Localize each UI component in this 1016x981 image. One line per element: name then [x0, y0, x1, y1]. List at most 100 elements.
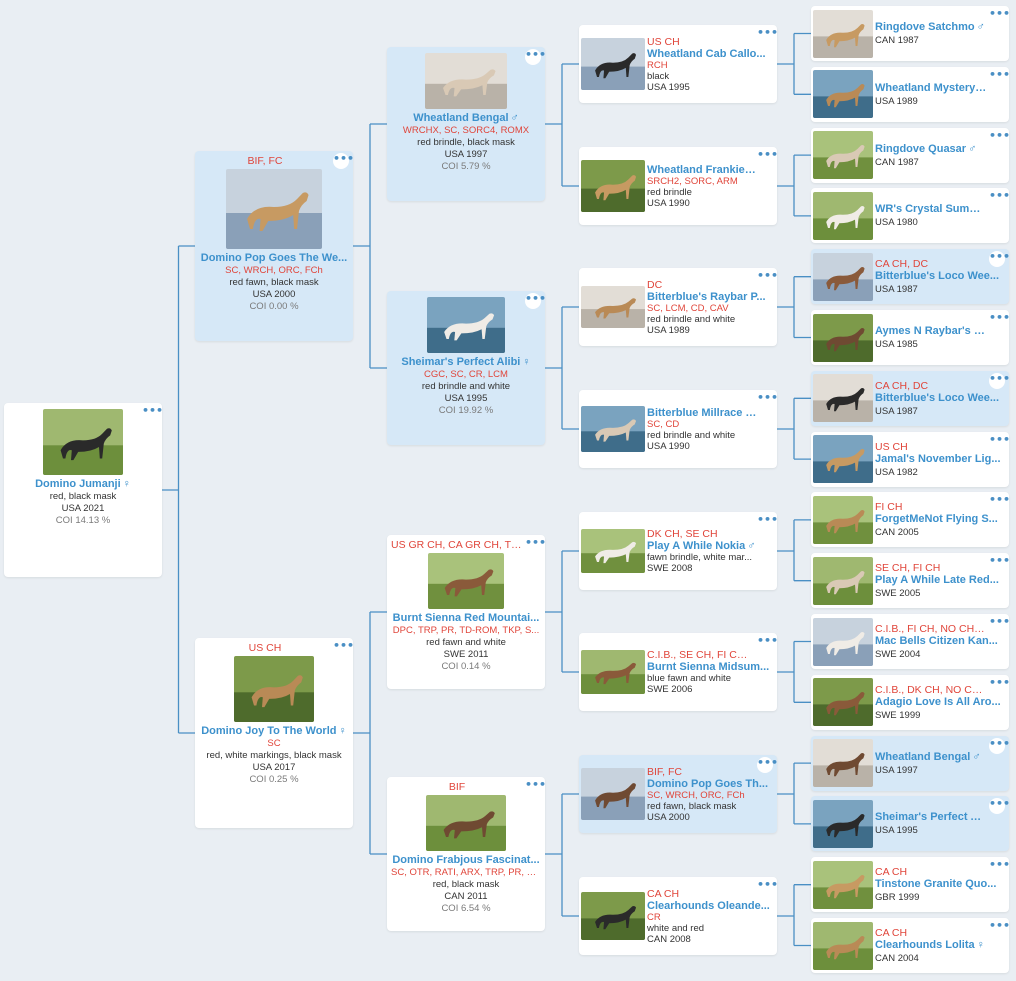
- dog-name[interactable]: Aymes N Raybar's Pur...: [875, 325, 989, 337]
- more-options-button[interactable]: •••: [989, 616, 1009, 632]
- dog-photo[interactable]: [581, 768, 645, 820]
- dog-name-link[interactable]: Wheatland Cab Callo...: [647, 48, 771, 60]
- dog-name[interactable]: Clearhounds Lolita: [875, 939, 975, 951]
- more-options-button[interactable]: •••: [757, 27, 777, 43]
- dog-name-link[interactable]: Play A While Late Red...: [875, 574, 1003, 586]
- dog-name[interactable]: Burnt Sienna Midsum...: [647, 661, 770, 673]
- dog-name-link[interactable]: Adagio Love Is All Aro...: [875, 696, 1003, 708]
- dog-name[interactable]: Bitterblue's Loco Wee...: [875, 270, 1000, 283]
- dog-name[interactable]: Sheimar's Perfect Alib...: [875, 811, 989, 824]
- dog-name[interactable]: Ringdove Satchmo: [875, 21, 975, 33]
- dog-name[interactable]: Domino Joy To The World: [201, 725, 337, 737]
- dog-name[interactable]: Play A While Nokia: [647, 540, 746, 552]
- dog-name-link[interactable]: Clearhounds Oleande...: [647, 900, 771, 912]
- dog-name[interactable]: Tinstone Granite Quo...: [875, 878, 997, 891]
- dog-photo[interactable]: [581, 529, 645, 573]
- dog-photo[interactable]: [427, 297, 505, 353]
- more-options-button[interactable]: •••: [989, 312, 1009, 328]
- dog-name[interactable]: Jamal's November Lig...: [875, 452, 1001, 465]
- dog-card-g4b[interactable]: •••Wheatland Mystery G...USA 1989: [811, 66, 1009, 122]
- dog-photo[interactable]: [428, 553, 504, 609]
- dog-name[interactable]: Mac Bells Citizen Kan...: [875, 635, 998, 647]
- dog-name-link[interactable]: Burnt Sienna Red Mountai...: [391, 612, 541, 624]
- dog-name[interactable]: Bitterblue's Raybar P...: [647, 290, 766, 303]
- dog-name[interactable]: Clearhounds Oleande...: [647, 899, 770, 912]
- dog-name-link[interactable]: Burnt Sienna Midsum...: [647, 661, 771, 673]
- dog-name-link[interactable]: Domino Joy To The World♀: [199, 725, 349, 737]
- dog-name[interactable]: Domino Pop Goes The We...: [200, 252, 348, 264]
- dog-name-link[interactable]: Bitterblue's Raybar P...: [647, 291, 771, 303]
- dog-name-link[interactable]: Tinstone Granite Quo...: [875, 878, 1003, 890]
- dog-photo[interactable]: [425, 53, 507, 109]
- more-options-button[interactable]: •••: [989, 798, 1009, 815]
- more-options-button[interactable]: •••: [757, 757, 777, 773]
- dog-photo[interactable]: [813, 739, 873, 788]
- dog-photo[interactable]: [813, 70, 873, 119]
- dog-photo[interactable]: [581, 286, 645, 328]
- more-options-button[interactable]: •••: [757, 149, 777, 165]
- more-options-button[interactable]: •••: [757, 270, 777, 286]
- more-options-button[interactable]: •••: [989, 372, 1009, 389]
- dog-name[interactable]: Bitterblue's Loco Wee...: [875, 391, 1000, 404]
- more-options-button[interactable]: •••: [757, 514, 777, 530]
- more-options-button[interactable]: •••: [333, 153, 353, 169]
- dog-name[interactable]: Wheatland Bengal: [413, 112, 509, 124]
- dog-card-g2a[interactable]: •••Wheatland Bengal♂WRCHX, SC, SORC4, RO…: [387, 47, 545, 201]
- dog-photo[interactable]: [226, 169, 322, 249]
- dog-photo[interactable]: [813, 131, 873, 180]
- dog-photo[interactable]: [813, 9, 873, 58]
- dog-name-link[interactable]: Aymes N Raybar's Pur...: [875, 325, 989, 337]
- dog-photo[interactable]: [234, 656, 314, 722]
- dog-name-link[interactable]: Wheatland Mystery G...: [875, 82, 989, 94]
- dog-photo[interactable]: [426, 795, 506, 851]
- more-options-button[interactable]: •••: [525, 293, 545, 309]
- dog-name[interactable]: Adagio Love Is All Aro...: [875, 695, 1001, 708]
- more-options-button[interactable]: •••: [989, 8, 1009, 24]
- more-options-button[interactable]: •••: [989, 433, 1009, 450]
- dog-name[interactable]: Wheatland Frankie S...: [647, 163, 757, 176]
- more-options-button[interactable]: •••: [989, 251, 1009, 268]
- more-options-button[interactable]: •••: [989, 737, 1009, 754]
- more-options-button[interactable]: •••: [525, 49, 545, 65]
- more-options-button[interactable]: •••: [989, 494, 1009, 511]
- dog-photo[interactable]: [813, 556, 873, 605]
- more-options-button[interactable]: •••: [142, 405, 162, 421]
- more-options-button[interactable]: •••: [989, 190, 1009, 207]
- dog-card-g3b[interactable]: •••Wheatland Frankie S...SRCH2, SORC, AR…: [579, 147, 777, 225]
- dog-name[interactable]: Domino Frabjous Fascinat...: [392, 854, 540, 866]
- dog-name-link[interactable]: ForgetMeNot Flying S...: [875, 513, 1003, 525]
- dog-name-link[interactable]: Domino Pop Goes Th...: [647, 778, 771, 790]
- dog-name-link[interactable]: Domino Jumanji♀: [8, 478, 158, 490]
- dog-photo[interactable]: [813, 252, 873, 301]
- dog-photo[interactable]: [581, 38, 645, 90]
- more-options-button[interactable]: •••: [757, 392, 777, 408]
- dog-name-link[interactable]: Bitterblue Millrace M...: [647, 407, 757, 419]
- dog-photo[interactable]: [813, 678, 873, 727]
- dog-card-g2b[interactable]: •••Sheimar's Perfect Alibi♀CGC, SC, CR, …: [387, 291, 545, 445]
- dog-photo[interactable]: [813, 860, 873, 909]
- dog-name-link[interactable]: Jamal's November Lig...: [875, 453, 1003, 465]
- dog-name[interactable]: Burnt Sienna Red Mountai...: [392, 612, 540, 624]
- dog-name-link[interactable]: Wheatland Bengal♂: [391, 112, 541, 124]
- dog-name-link[interactable]: Clearhounds Lolita♀: [875, 939, 1003, 951]
- dog-photo[interactable]: [813, 374, 873, 423]
- dog-name[interactable]: Domino Jumanji: [35, 478, 121, 490]
- dog-card-g4a[interactable]: •••Ringdove Satchmo♂CAN 1987: [811, 6, 1009, 61]
- more-options-button[interactable]: •••: [989, 129, 1009, 146]
- dog-name[interactable]: ForgetMeNot Flying S...: [875, 513, 998, 526]
- dog-card-g3f[interactable]: •••C.I.B., SE CH, FI CH, N...Burnt Sienn…: [579, 633, 777, 711]
- more-options-button[interactable]: •••: [989, 859, 1009, 876]
- dog-name-link[interactable]: Bitterblue's Loco Wee...: [875, 392, 1003, 404]
- dog-card-g4c[interactable]: •••Ringdove Quasar♂CAN 1987: [811, 127, 1009, 183]
- more-options-button[interactable]: •••: [757, 635, 777, 651]
